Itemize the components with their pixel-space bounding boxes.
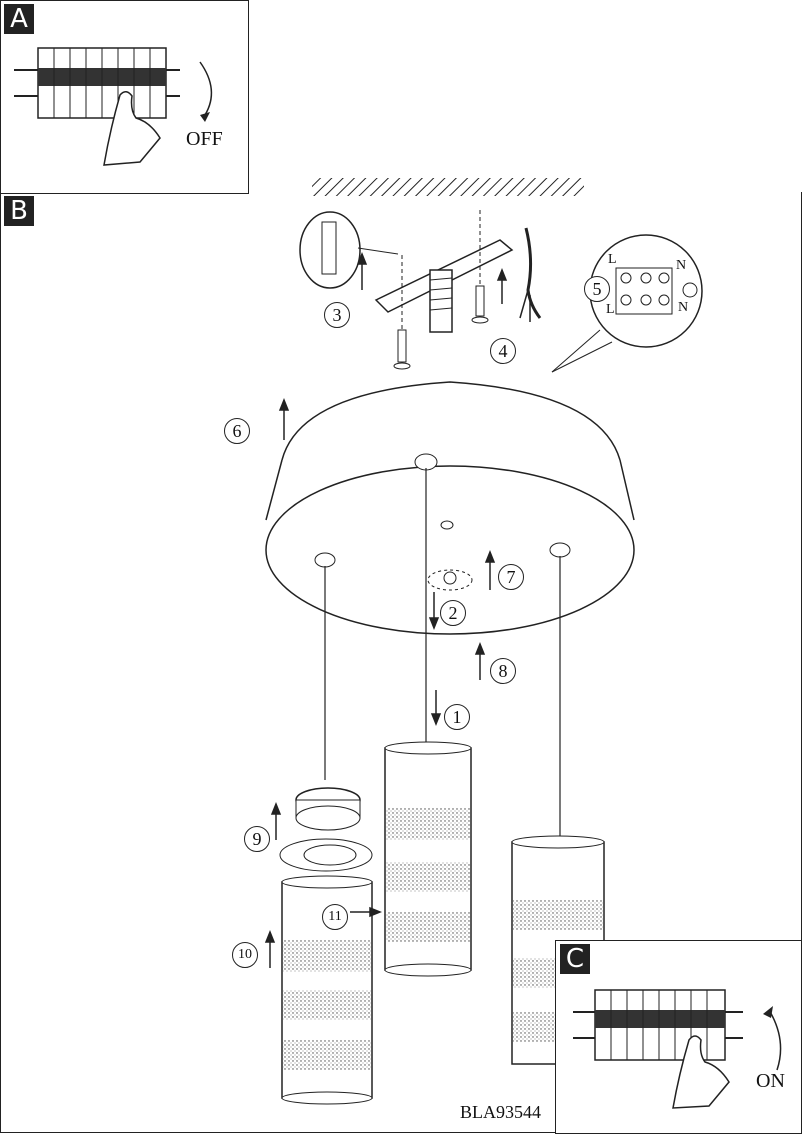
- step-1: 1: [444, 704, 470, 730]
- panel-a-tag: A: [4, 4, 34, 34]
- step-8: 8: [490, 658, 516, 684]
- step-9: 9: [244, 826, 270, 852]
- terminal-label-n2: N: [678, 300, 689, 315]
- breaker-panel-c: [573, 989, 782, 1109]
- step-6: 6: [224, 418, 250, 444]
- panel-c-state: ON: [756, 1070, 785, 1092]
- terminal-label-l1: L: [608, 252, 617, 267]
- breaker-panel-a: [14, 47, 213, 166]
- anchor-detail: [299, 211, 399, 289]
- supply-cable: [524, 227, 542, 319]
- terminal-block-detail: [551, 234, 703, 373]
- socket-left: [279, 787, 373, 872]
- direction-arrows: [264, 251, 508, 968]
- terminal-label-l2: L: [606, 302, 615, 317]
- step-4: 4: [490, 338, 516, 364]
- model-number: BLA93544: [460, 1102, 541, 1122]
- ceiling-hatch: [312, 178, 584, 196]
- step-10: 10: [232, 942, 258, 968]
- step-5: 5: [584, 276, 610, 302]
- canopy: [265, 381, 635, 635]
- panel-b-tag: B: [4, 196, 34, 226]
- panel-c-tag: C: [560, 944, 590, 974]
- step-3: 3: [324, 302, 350, 328]
- step-11: 11: [322, 904, 348, 930]
- step-7: 7: [498, 564, 524, 590]
- mounting-bracket: [374, 210, 514, 370]
- terminal-label-n1: N: [676, 258, 687, 273]
- shade-center: [384, 741, 472, 977]
- step-2: 2: [440, 600, 466, 626]
- panel-a-state: OFF: [186, 128, 223, 150]
